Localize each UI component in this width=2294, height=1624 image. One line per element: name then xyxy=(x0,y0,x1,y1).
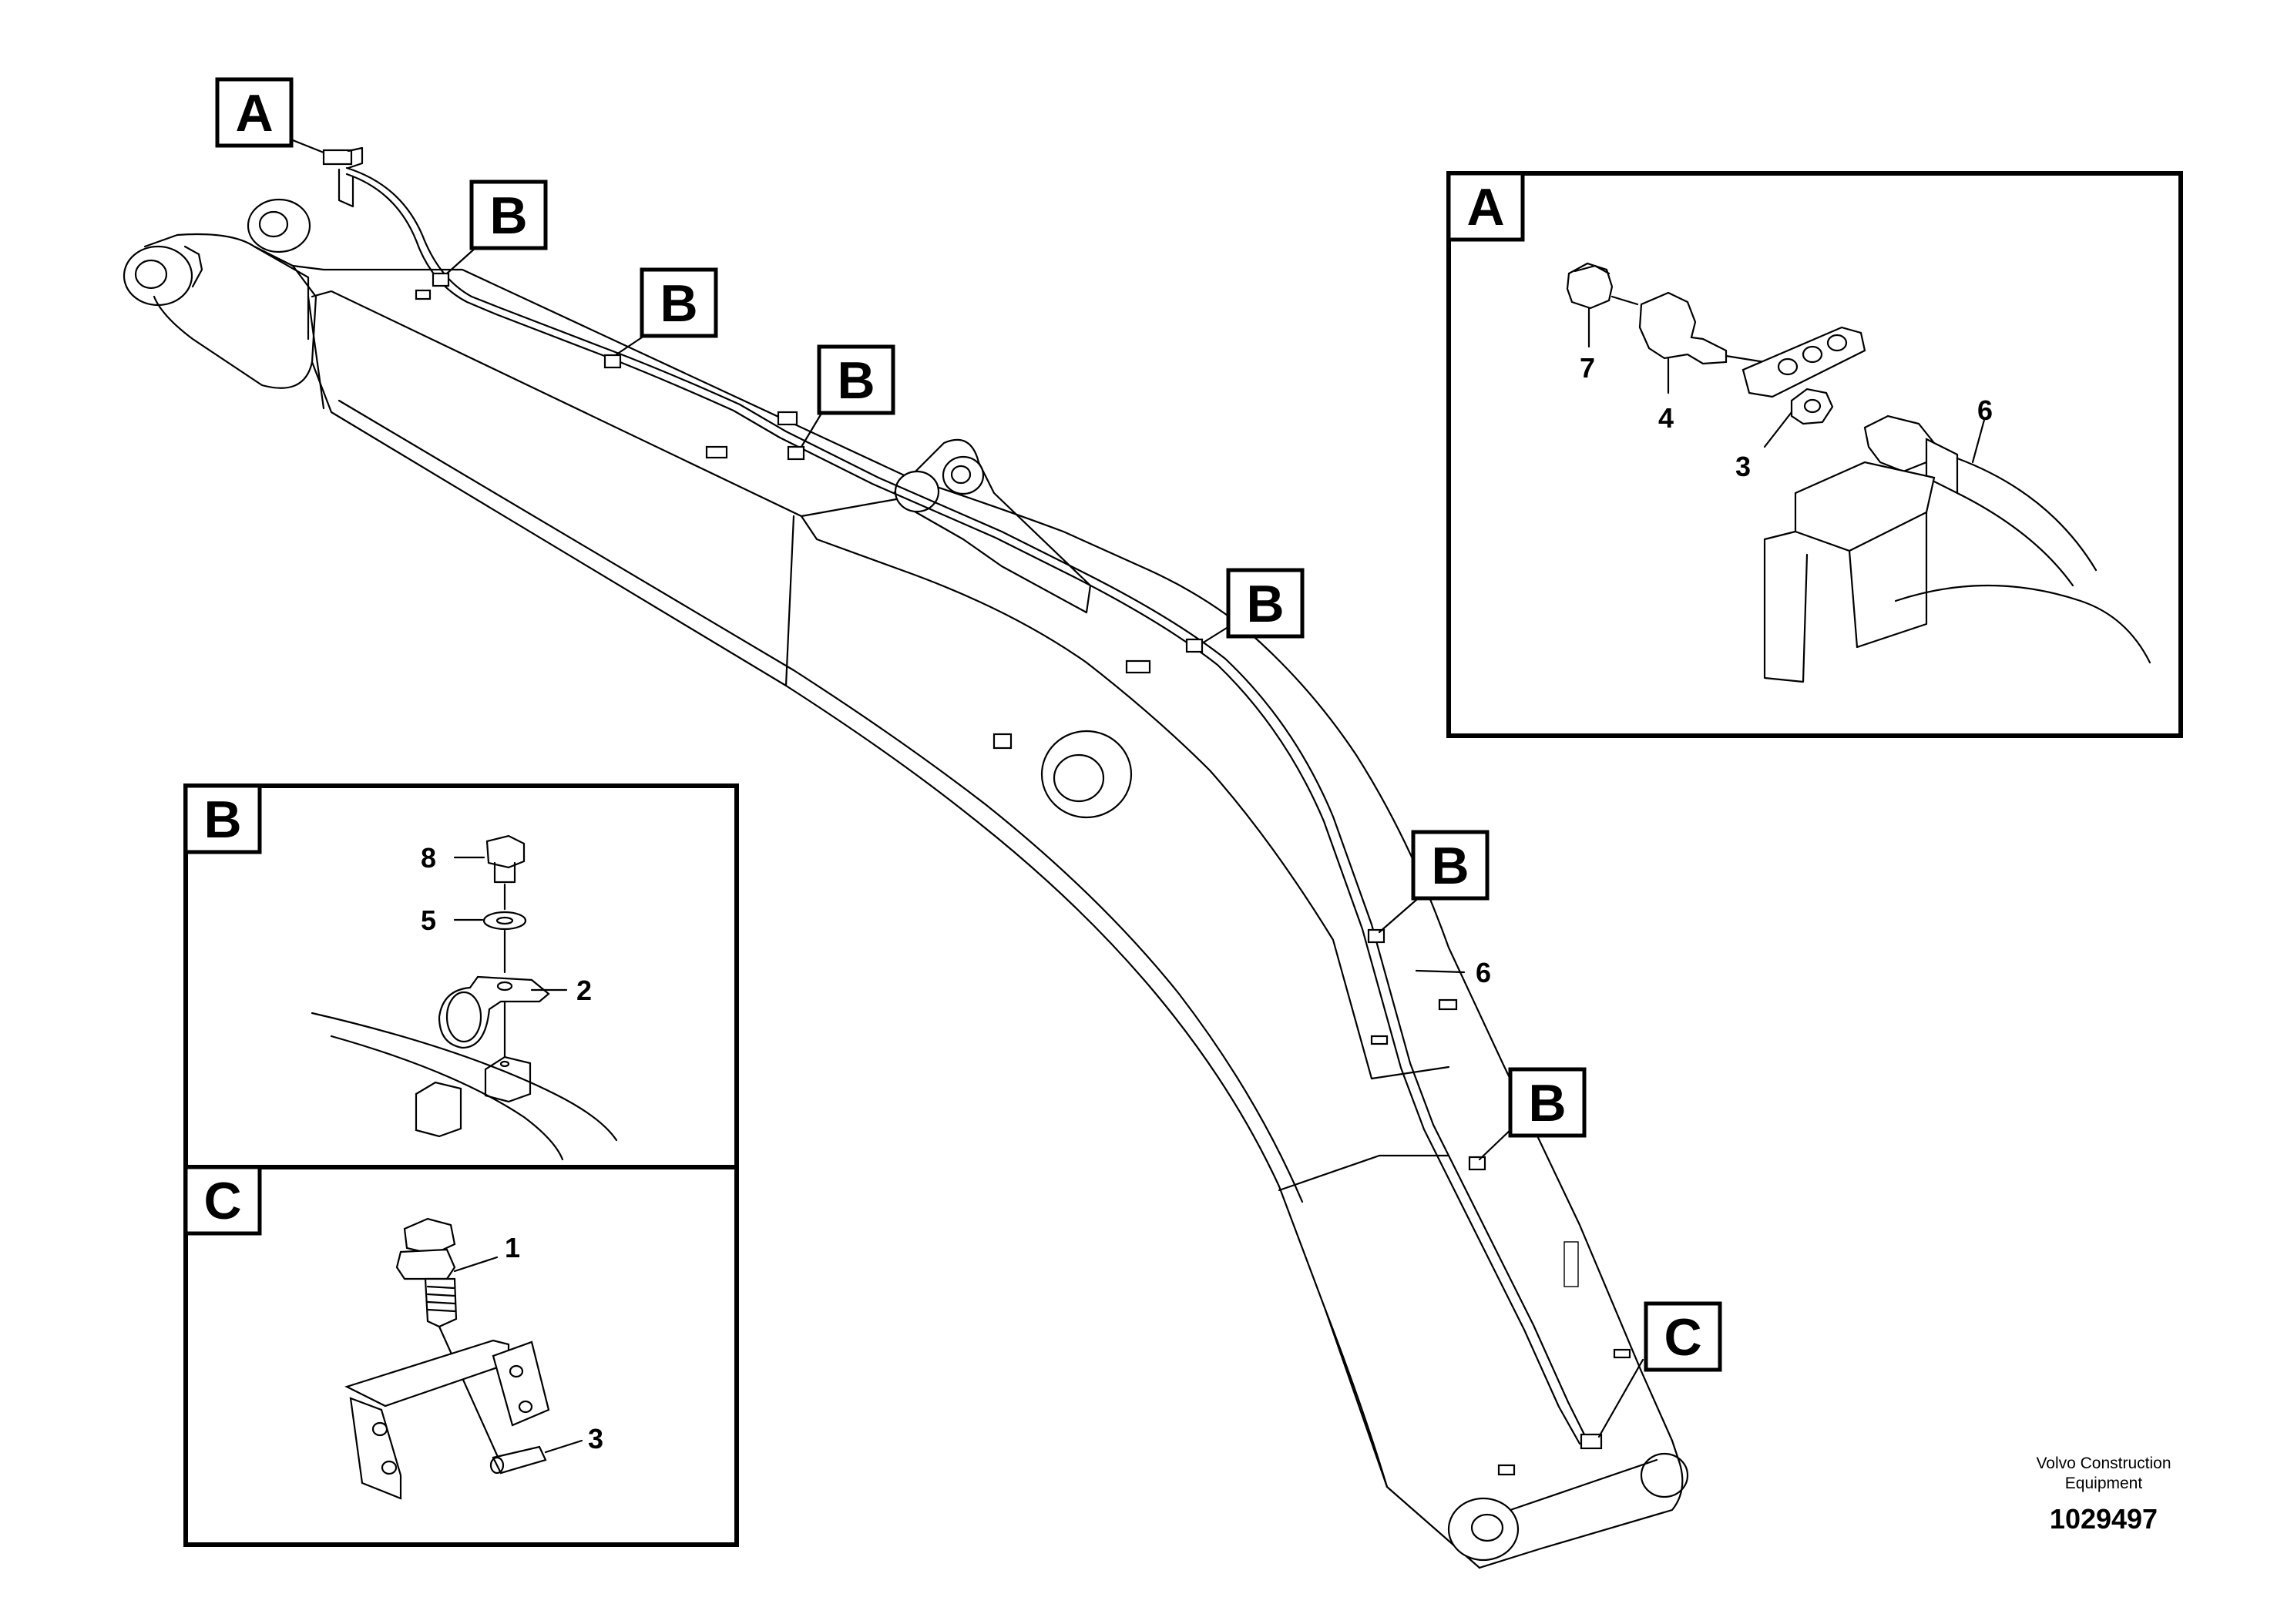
callout-tag-b-3: B xyxy=(817,344,895,415)
detail-b-title: B xyxy=(203,790,241,849)
detail-a-part-3: 3 xyxy=(1735,451,1751,482)
detail-a-part-7: 7 xyxy=(1580,352,1595,384)
detail-b-drawing xyxy=(311,834,618,1161)
callout-tag-b-2: B xyxy=(640,267,718,338)
detail-a-title: A xyxy=(1466,178,1504,237)
footer: Volvo Construction Equipment 1029497 xyxy=(2036,1455,2171,1535)
svg-text:A: A xyxy=(235,84,273,143)
svg-text:B: B xyxy=(660,274,697,333)
company-name-line2: Equipment xyxy=(2065,1475,2143,1492)
drawing-number: 1029497 xyxy=(2050,1503,2158,1535)
svg-text:B: B xyxy=(1431,837,1469,895)
detail-c-part-1: 1 xyxy=(505,1232,520,1263)
detail-b-part-5: 5 xyxy=(421,904,436,936)
company-name-line1: Volvo Construction xyxy=(2036,1455,2171,1472)
detail-c-title: C xyxy=(203,1172,241,1230)
callout-tag-b-5: B xyxy=(1411,830,1490,901)
detail-a-part-4: 4 xyxy=(1658,402,1674,434)
svg-text:B: B xyxy=(489,186,527,245)
detail-b-part-2: 2 xyxy=(576,975,592,1006)
callout-tag-b-4: B xyxy=(1226,568,1305,639)
callout-tag-c-main: C xyxy=(1644,1301,1722,1372)
svg-text:B: B xyxy=(1528,1074,1566,1132)
svg-text:B: B xyxy=(837,351,875,410)
detail-a-part-6: 6 xyxy=(1977,394,1993,426)
callout-tag-b-6: B xyxy=(1508,1067,1587,1138)
detail-a-drawing xyxy=(1566,262,2151,683)
detail-a-box: A xyxy=(1446,171,2183,738)
part-label-hose-main: 6 xyxy=(1476,957,1491,988)
boom-arm-drawing xyxy=(123,146,1689,1569)
detail-b-box: B 8 5 xyxy=(183,783,739,1169)
svg-text:B: B xyxy=(1246,575,1284,633)
detail-c-part-3: 3 xyxy=(588,1423,603,1455)
callout-tag-b-1: B xyxy=(469,180,548,250)
detail-b-part-8: 8 xyxy=(421,842,436,874)
callout-tag-a-main: A xyxy=(215,77,294,148)
detail-c-box: C 1 3 xyxy=(183,1165,739,1547)
svg-text:C: C xyxy=(1664,1308,1701,1367)
detail-c-drawing xyxy=(344,1217,583,1500)
